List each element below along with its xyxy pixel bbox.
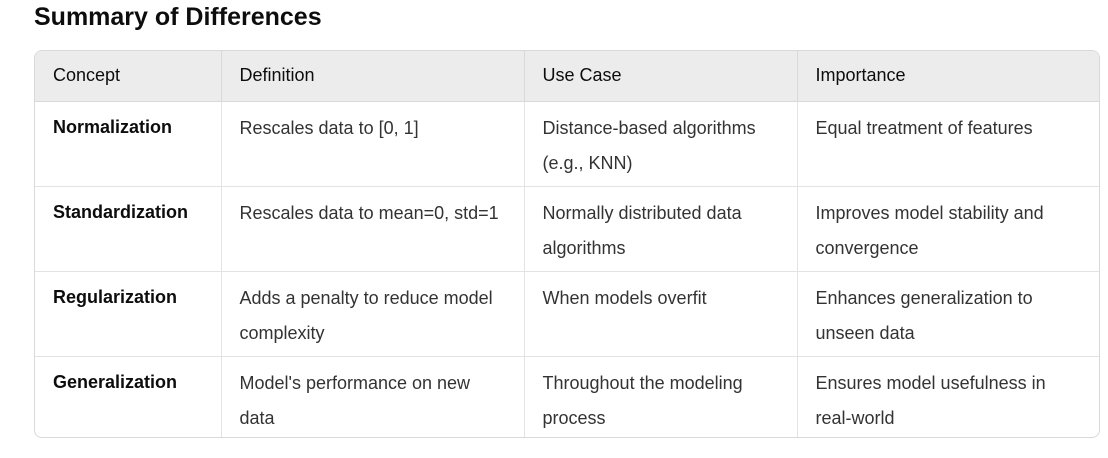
cell-importance: Improves model stability and convergence	[796, 186, 1099, 272]
table-row: Regularization Adds a penalty to reduce …	[35, 271, 1099, 357]
cell-use-case: Normally distributed data algorithms	[523, 186, 797, 272]
cell-importance: Equal treatment of features	[796, 101, 1099, 187]
table-row: Standardization Rescales data to mean=0,…	[35, 186, 1099, 272]
cell-definition: Adds a penalty to reduce model complexit…	[220, 271, 524, 357]
cell-concept: Regularization	[35, 271, 221, 357]
column-header-concept: Concept	[35, 51, 221, 102]
cell-definition: Rescales data to mean=0, std=1	[220, 186, 524, 272]
cell-importance: Ensures model usefulness in real-world	[796, 356, 1099, 437]
cell-concept: Generalization	[53, 371, 178, 392]
cell-definition: Rescales data to [0, 1]	[220, 101, 524, 187]
column-header-use-case: Use Case	[523, 51, 797, 102]
cell-importance: Enhances generalization to unseen data	[796, 271, 1099, 357]
cell-definition: Model's performance on new data	[220, 356, 524, 437]
cell-concept: Standardization	[35, 186, 221, 272]
section-heading: Summary of Differences	[34, 3, 322, 31]
column-header-importance: Importance	[796, 51, 1099, 102]
table-header-row: Concept Definition Use Case Importance	[35, 51, 1099, 102]
cell-use-case: Throughout the modeling process	[523, 356, 797, 437]
cell-use-case: Distance-based algorithms (e.g., KNN)	[523, 101, 797, 187]
table-row: Normalization Rescales data to [0, 1] Di…	[35, 101, 1099, 187]
table-row: Generalization Model's performance on ne…	[35, 356, 1099, 437]
cell-concept: Normalization	[35, 101, 221, 187]
differences-table: Concept Definition Use Case Importance N…	[34, 50, 1100, 438]
column-header-definition: Definition	[220, 51, 524, 102]
cell-use-case: When models overfit	[523, 271, 797, 357]
